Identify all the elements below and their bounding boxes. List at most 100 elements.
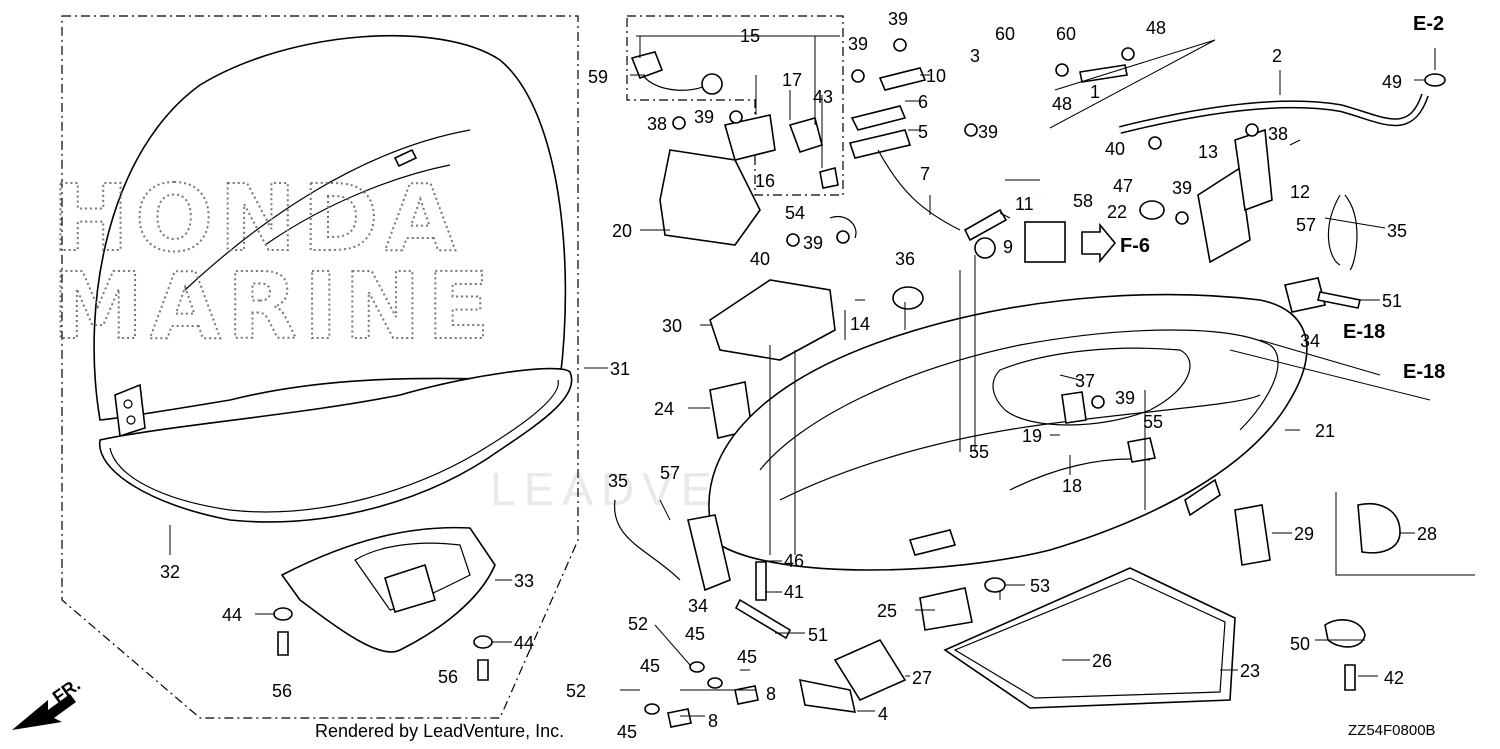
callout: 11 [1015,194,1034,214]
bracket-16 [723,114,776,161]
callout: 4 [878,704,888,724]
plate-4 [798,678,857,713]
callout: 29 [1294,524,1314,544]
clamp-50 [1324,619,1366,648]
connector-18 [1127,437,1156,463]
callout: 43 [813,87,833,107]
callout: 2 [1272,46,1282,66]
grommet-22 [1139,200,1165,220]
washer-icon [273,607,293,621]
grommet-27 [833,638,907,702]
callout: 18 [1062,476,1082,496]
lower-cover-well [992,347,1191,426]
clamp-43 [819,167,839,189]
lower-engine-cover [708,293,1308,571]
leader-lines [169,35,1436,717]
callout: 20 [612,221,632,241]
callout: 19 [1022,426,1042,446]
grommet-36 [892,286,924,310]
fitting-1 [1079,64,1128,83]
callout: 13 [1198,142,1218,162]
callout: 56 [272,681,292,701]
callout: 39 [848,34,868,54]
callout: 54 [785,203,805,223]
spring-35 [614,499,681,581]
cover-styling-line [184,129,471,291]
link-7 [877,149,961,231]
latch-dot [126,415,136,425]
bolt-group [672,38,1259,601]
callout: 8 [708,711,718,731]
callout-labels: 1 2 3 4 5 6 7 8 8 9 10 11 12 13 14 15 16… [160,9,1437,742]
callout: 48 [1146,18,1166,38]
callout: 41 [784,582,804,602]
bracket-20 [659,149,761,246]
callout: 45 [737,647,757,667]
callout: 39 [888,9,908,29]
callout: 10 [926,66,946,86]
callout: 38 [1268,124,1288,144]
callout: 32 [160,562,180,582]
callout: 17 [782,70,802,90]
callout: 25 [877,601,897,621]
cover-vent-slot [393,148,418,168]
cover-30 [709,279,836,361]
bolt-8 [734,685,759,705]
ref-label-e18: E-18 [1343,321,1385,343]
callout: 39 [694,107,714,127]
brand-text-honda: HONDA [52,165,462,272]
switch-f6 [1024,221,1066,263]
callout: 21 [1315,421,1335,441]
callout: 36 [895,249,915,269]
callout: 40 [750,249,770,269]
callout: 45 [685,624,705,644]
front-marker: FR. [49,674,84,707]
latch-dot [123,399,133,409]
lower-cover-slot [908,529,957,556]
inset-bracket [1335,492,1475,576]
callout: 5 [918,122,928,142]
callout: 8 [766,684,776,704]
duct-box [384,563,436,613]
callout: 55 [969,442,989,462]
callout: 12 [1290,182,1310,202]
ref-arrow-icon [1081,222,1117,264]
clip-11 [963,208,1008,242]
ref-label-e18: E-18 [1403,361,1445,383]
callout: 39 [803,233,823,253]
callout: 7 [920,164,930,184]
callout: 9 [1003,237,1013,257]
callout: 24 [654,399,674,419]
callout: 48 [1052,94,1072,114]
lower-cover-slot [1184,478,1221,517]
grommet-icon [701,73,723,95]
callout: 14 [850,314,870,334]
ring-54 [829,216,857,239]
brand-text-marine: MARINE [52,253,496,360]
grommet-9 [974,237,996,259]
clip-48 [1121,47,1135,61]
callout: 3 [970,46,980,66]
callout: 57 [660,463,680,483]
callout: 33 [514,571,534,591]
callout: 50 [1290,634,1310,654]
callout: 31 [610,359,630,379]
washer-icon [473,635,493,649]
callout: 47 [1113,176,1133,196]
callout: 40 [1105,139,1125,159]
bracket-13 [1197,166,1251,264]
clip-48 [1055,63,1069,77]
callout: 44 [222,605,242,625]
callout: 15 [740,26,760,46]
callout: 38 [647,114,667,134]
grommet-28 [1357,503,1401,554]
ref-label-e2: E-2 [1413,13,1444,35]
hose-3-inner [956,68,1046,197]
callout: 51 [1382,291,1402,311]
cover-latch-emblem [114,383,146,438]
callout: 57 [1296,215,1316,235]
callout: 39 [978,122,998,142]
screw-icon [477,659,489,681]
washer-45 [644,703,660,715]
